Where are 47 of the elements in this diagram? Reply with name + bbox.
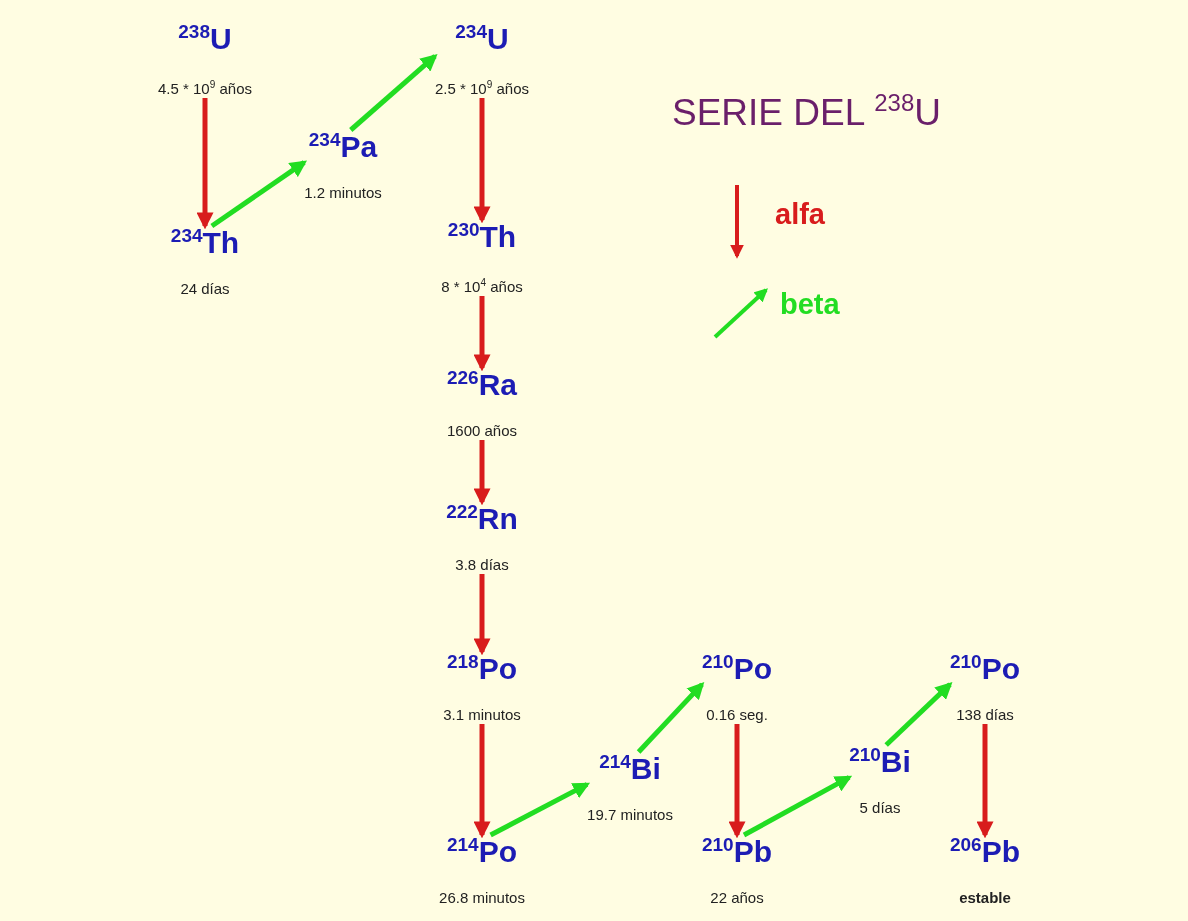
- isotope-symbol: $^{210}$Po: [950, 652, 1020, 687]
- half-life: 1.2 minutos: [304, 184, 382, 202]
- legend-label: alfa: [775, 198, 825, 231]
- arrow: [884, 682, 953, 747]
- half-life: 5 días: [859, 799, 901, 817]
- arrow: [473, 574, 491, 656]
- isotope-symbol: $^{210}$Bi: [849, 745, 911, 780]
- half-life: 26.8 minutos: [439, 889, 525, 907]
- arrow: [473, 296, 491, 372]
- arrow: [976, 724, 994, 839]
- arrow: [196, 98, 214, 230]
- legend-label: beta: [780, 288, 840, 321]
- half-life: 19.7 minutos: [587, 806, 673, 824]
- arrow: [473, 440, 491, 506]
- half-life: 1600 años: [446, 422, 518, 440]
- isotope-symbol: $^{234}$Th: [170, 226, 240, 261]
- arrow: [349, 53, 438, 132]
- half-life: 2.5 * 10$^{9}$ años: [435, 78, 529, 98]
- arrow: [636, 681, 705, 754]
- arrow: [210, 160, 308, 229]
- isotope-symbol: $^{226}$Ra: [446, 368, 517, 403]
- arrow: [728, 724, 746, 839]
- half-life: 4.5 * 10$^{9}$ años: [158, 78, 252, 98]
- isotope-symbol: $^{238}$U: [178, 22, 232, 57]
- half-life: 0.16 seg.: [706, 706, 768, 724]
- arrow: [742, 775, 853, 838]
- half-life: 3.1 minutos: [443, 706, 521, 724]
- half-life: estable: [959, 889, 1011, 907]
- arrow: [473, 98, 491, 224]
- half-life: 24 días: [180, 280, 230, 298]
- isotope-symbol: $^{218}$Po: [447, 652, 517, 687]
- isotope-symbol: $^{234}$U: [455, 22, 509, 57]
- isotope-symbol: $^{210}$Pb: [702, 835, 772, 870]
- diagram-title: SERIE DEL $^{238}$U: [672, 92, 941, 134]
- isotope-symbol: $^{214}$Bi: [599, 752, 661, 787]
- arrow: [489, 782, 591, 838]
- isotope-symbol: $^{210}$Po: [702, 652, 772, 687]
- isotope-symbol: $^{222}$Rn: [446, 502, 518, 537]
- half-life: 22 años: [710, 889, 764, 907]
- isotope-symbol: $^{234}$Pa: [308, 130, 378, 165]
- half-life: 3.8 días: [455, 556, 509, 574]
- isotope-symbol: $^{230}$Th: [447, 220, 517, 255]
- isotope-symbol: $^{206}$Pb: [950, 835, 1020, 870]
- half-life: 8 * 10$^{4}$ años: [441, 276, 523, 296]
- arrow: [473, 724, 491, 839]
- half-life: 138 días: [956, 706, 1014, 724]
- isotope-symbol: $^{214}$Po: [447, 835, 517, 870]
